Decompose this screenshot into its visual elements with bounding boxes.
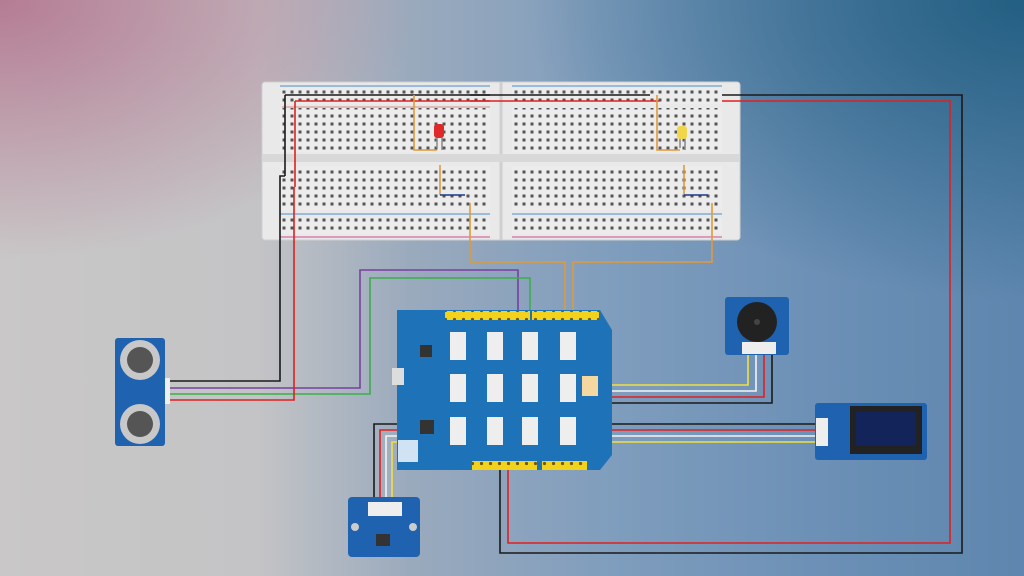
wires xyxy=(168,94,963,554)
breadboard xyxy=(261,81,741,241)
grove-base-shield xyxy=(392,310,612,470)
yellow-led xyxy=(677,126,687,150)
grove-sensor-module xyxy=(348,497,420,557)
buzzer-module xyxy=(725,297,789,355)
oled-display xyxy=(815,403,927,460)
red-led xyxy=(434,124,444,150)
ultrasonic-sensor xyxy=(115,338,170,446)
